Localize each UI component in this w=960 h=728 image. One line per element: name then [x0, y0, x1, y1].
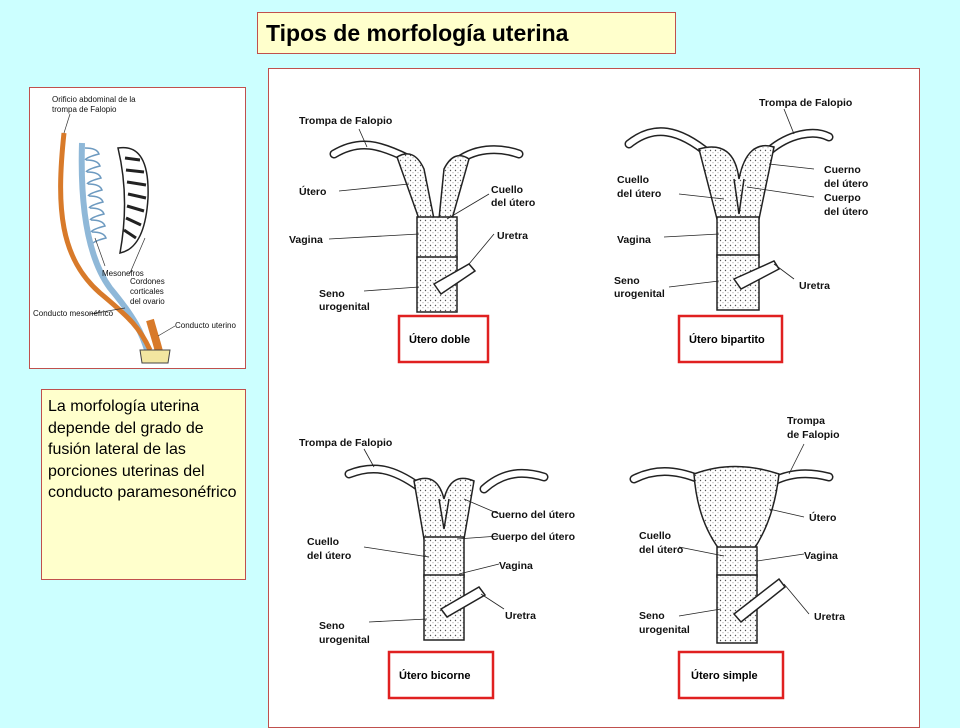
bipartito-label-cuello-2: del útero — [617, 188, 661, 200]
simple-label-seno-1: Seno — [639, 610, 665, 622]
bipartito-label-cuerno-2: del útero — [824, 178, 868, 190]
doble-label-uretra: Uretra — [497, 230, 528, 242]
label-conducto-mesonefrico: Conducto mesonéfrico — [33, 309, 114, 318]
doble-caption-box — [397, 314, 490, 364]
bipartito-label-cuello-1: Cuello — [617, 174, 649, 186]
label-cordones-2: corticales — [130, 287, 164, 296]
panel-utero-bipartito: Trompa de Falopio Cuerno del útero Cuell… — [614, 97, 868, 364]
label-orificio-2: trompa de Falopio — [52, 105, 117, 114]
bicorne-label-seno-2: urogenital — [319, 634, 370, 646]
uterus-types-figure: Trompa de Falopio Útero Cuello del útero… — [268, 68, 920, 728]
description-text: La morfología uterina depende del grado … — [41, 389, 246, 580]
paramesonephric-duct — [58, 132, 153, 352]
simple-caption: Útero simple — [691, 669, 758, 682]
mesonephros-tubules — [84, 147, 107, 245]
bicorne-caption: Útero bicorne — [399, 669, 471, 682]
simple-label-seno-2: urogenital — [639, 624, 690, 636]
label-cordones-1: Cordones — [130, 277, 165, 286]
doble-label-cuello-1: Cuello — [491, 184, 523, 196]
bipartito-label-seno-2: urogenital — [614, 288, 665, 300]
bicorne-label-uretra: Uretra — [505, 610, 536, 622]
simple-label-cuello-1: Cuello — [639, 530, 671, 542]
embryo-ducts-figure: Orificio abdominal de la trompa de Falop… — [29, 87, 246, 369]
ovary-shape — [117, 146, 149, 254]
simple-caption-box — [677, 650, 785, 700]
label-orificio-1: Orificio abdominal de la — [52, 95, 136, 104]
bicorne-label-cuello-2: del útero — [307, 550, 351, 562]
page-title: Tipos de morfología uterina — [257, 12, 676, 54]
label-conducto-uterino: Conducto uterino — [175, 321, 236, 330]
label-mesonefros: Mesonefros — [102, 269, 144, 278]
panel-utero-doble: Trompa de Falopio Útero Cuello del útero… — [289, 115, 535, 364]
simple-label-trompa-2: de Falopio — [787, 429, 840, 441]
bicorne-label-seno-1: Seno — [319, 620, 345, 632]
panel-utero-simple: Trompa de Falopio Útero Cuello del útero… — [629, 415, 845, 700]
simple-label-cuello-2: del útero — [639, 544, 683, 556]
doble-label-vagina: Vagina — [289, 234, 323, 246]
bicorne-caption-box — [387, 650, 495, 700]
doble-label-cuello-2: del útero — [491, 197, 535, 209]
bipartito-caption: Útero bipartito — [689, 333, 765, 346]
bicorne-label-cuerpo: Cuerpo del útero — [491, 531, 575, 543]
doble-label-utero: Útero — [299, 185, 326, 198]
doble-label-seno-1: Seno — [319, 288, 345, 300]
bicorne-label-trompa: Trompa de Falopio — [299, 437, 392, 449]
ovary-cords — [123, 156, 147, 240]
embryo-ducts-svg: Orificio abdominal de la trompa de Falop… — [33, 95, 236, 364]
bipartito-label-seno-1: Seno — [614, 275, 640, 287]
bicorne-label-vagina: Vagina — [499, 560, 533, 572]
bipartito-label-cuerno-1: Cuerno — [824, 164, 861, 176]
bicorne-label-cuello-1: Cuello — [307, 536, 339, 548]
bipartito-label-uretra: Uretra — [799, 280, 830, 292]
simple-label-utero: Útero — [809, 511, 836, 524]
doble-caption: Útero doble — [409, 333, 470, 346]
label-cordones-3: del ovario — [130, 297, 165, 306]
bipartito-caption-box — [677, 314, 784, 364]
doble-label-seno-2: urogenital — [319, 301, 370, 313]
simple-label-trompa-1: Trompa — [787, 415, 825, 427]
bipartito-label-cuerpo-2: del útero — [824, 206, 868, 218]
uterus-types-svg: Trompa de Falopio Útero Cuello del útero… — [289, 97, 868, 700]
simple-label-vagina: Vagina — [804, 550, 838, 562]
bipartito-label-vagina: Vagina — [617, 234, 651, 246]
bipartito-label-trompa: Trompa de Falopio — [759, 97, 852, 109]
doble-label-trompa: Trompa de Falopio — [299, 115, 392, 127]
simple-label-uretra: Uretra — [814, 611, 845, 623]
bicorne-label-cuerno: Cuerno del útero — [491, 509, 575, 521]
panel-utero-bicorne: Trompa de Falopio Cuerno del útero Cuerp… — [299, 437, 575, 700]
urogenital-sinus — [139, 349, 171, 364]
bipartito-label-cuerpo-1: Cuerpo — [824, 192, 861, 204]
